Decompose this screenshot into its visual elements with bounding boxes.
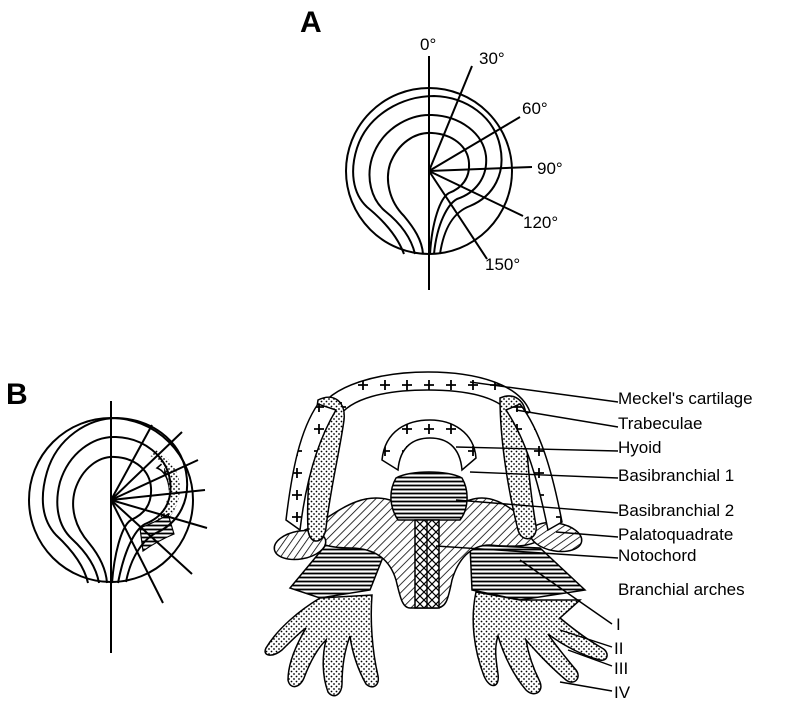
panel-a: A 0° 30° 60° 90° 120° 150°	[300, 6, 563, 290]
panel-a-contour-middle	[370, 115, 487, 254]
label-basibranchial-1: Basibranchial 1	[618, 466, 734, 485]
meckels-cartilage	[318, 372, 530, 418]
label-arch-iv: IV	[614, 683, 631, 702]
panel-b-skull: Meckel's cartilage Trabeculae Hyoid Basi…	[265, 372, 752, 702]
angle-label-0: 0°	[420, 35, 436, 54]
panel-b-letter: B	[6, 378, 28, 411]
angle-label-60: 60°	[522, 99, 548, 118]
angle-label-120: 120°	[523, 213, 558, 232]
branchial-arches-right	[470, 545, 607, 694]
label-arch-iii: III	[614, 659, 628, 678]
label-trabeculae: Trabeculae	[618, 414, 702, 433]
label-basibranchial-2: Basibranchial 2	[618, 501, 734, 520]
label-notochord: Notochord	[618, 546, 696, 565]
angle-label-90: 90°	[537, 159, 563, 178]
panel-a-letter: A	[300, 6, 322, 39]
panel-a-angle-rays	[429, 66, 532, 259]
panel-a-contour-outer	[353, 96, 501, 254]
angle-label-30: 30°	[479, 49, 505, 68]
basibranchial	[391, 472, 467, 520]
panel-b-contour-inner	[73, 457, 151, 583]
branchial-arches-left	[265, 540, 385, 696]
panel-b-circle-diagram: B	[6, 378, 207, 653]
label-arch-ii: II	[614, 639, 623, 658]
angle-label-150: 150°	[485, 255, 520, 274]
label-arch-i: I	[616, 615, 621, 634]
label-palatoquadrate: Palatoquadrate	[618, 525, 733, 544]
label-branchial-arches: Branchial arches	[618, 580, 745, 599]
label-meckels-cartilage: Meckel's cartilage	[618, 389, 753, 408]
hyoid	[382, 420, 476, 470]
label-hyoid: Hyoid	[618, 438, 661, 457]
